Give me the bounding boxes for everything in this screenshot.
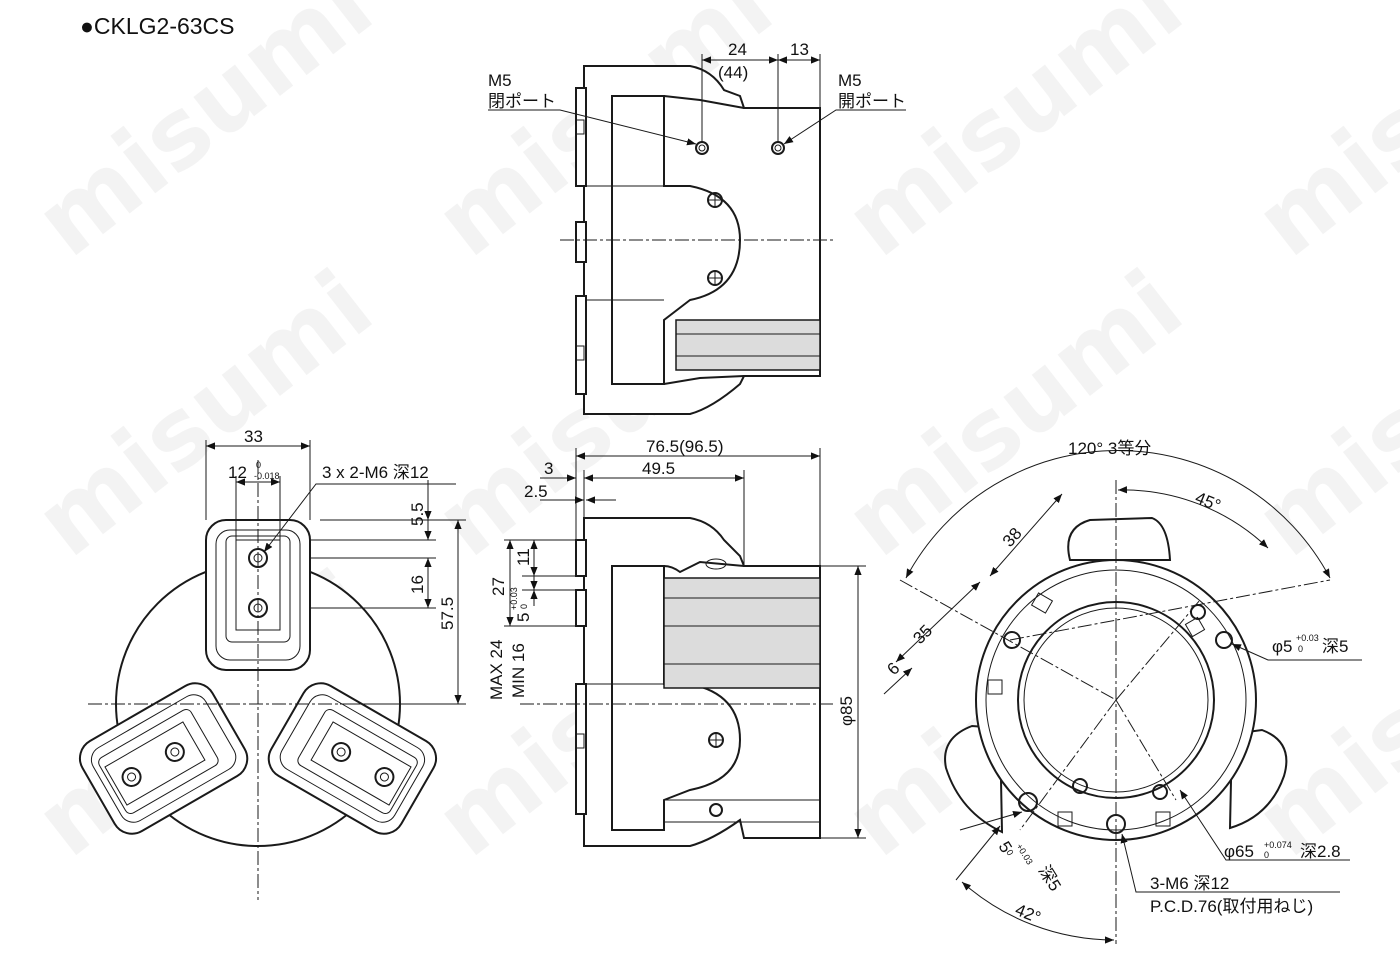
pilot-tol-upper: +0.074 <box>1264 840 1292 850</box>
dim-44: (44) <box>718 63 748 82</box>
dim-12-tol-upper: 0 <box>256 460 261 470</box>
jaw-bottom-right <box>267 682 438 835</box>
pin-hole-a: φ5 <box>1272 637 1292 656</box>
pin-hole-b-depth: 深5 <box>1035 862 1065 895</box>
port-left-name: 閉ポート <box>488 92 556 111</box>
svg-text:misumi: misumi <box>15 0 392 278</box>
dim-57-5: 57.5 <box>438 597 457 630</box>
dim-6: 6 <box>883 659 903 679</box>
pin-hole-b-tol-upper: +0.03 <box>1014 842 1035 867</box>
pilot-tol-lower: 0 <box>1264 850 1269 860</box>
jaw-bottom-left <box>78 682 249 835</box>
dim-12: 12 <box>228 463 247 482</box>
dim-33: 33 <box>244 427 263 446</box>
front-view: 76.5(96.5) 49.5 3 2.5 27 11 5 +0.03 0 MA… <box>487 437 866 847</box>
svg-text:misumi: misumi <box>15 249 392 578</box>
dim-5-tol-lower: 0 <box>519 604 529 609</box>
svg-text:misumi: misumi <box>1235 549 1400 878</box>
dim-13: 13 <box>790 40 809 59</box>
pin-hole-a-tol-lower: 0 <box>1298 644 1303 654</box>
dim-5-5: 5.5 <box>408 502 427 526</box>
angle-45: 45° <box>1193 488 1224 515</box>
pilot-depth: 深2.8 <box>1300 842 1341 861</box>
pcd: P.C.D.76(取付用ねじ) <box>1150 897 1313 916</box>
port-right-name: 開ポート <box>838 92 906 111</box>
dim-11: 11 <box>514 548 533 566</box>
pin-hole-a-tol-upper: +0.03 <box>1296 633 1319 643</box>
dim-76-5: 76.5(96.5) <box>646 437 724 456</box>
dim-5: 5 <box>514 613 533 622</box>
stroke-max: MAX 24 <box>487 640 506 700</box>
port-right-size: M5 <box>838 71 862 90</box>
angle-42: 42° <box>1013 900 1044 927</box>
right-view: 120° 3等分 45° 38 35 6 φ5 +0.03 0 深5 φ65 +… <box>883 439 1362 944</box>
left-view: 33 12 0 -0.018 3 x 2-M6 深12 5.5 16 57.5 <box>78 427 466 900</box>
svg-text:misumi: misumi <box>1235 0 1400 278</box>
dim-3: 3 <box>544 459 553 478</box>
dim-35: 35 <box>909 621 936 648</box>
pin-hole-b-tol-lower: 0 <box>1004 848 1015 858</box>
mount-tap: 3-M6 深12 <box>1150 874 1229 893</box>
pilot: φ65 <box>1224 842 1254 861</box>
dim-2-5: 2.5 <box>524 482 548 501</box>
dim-24: 24 <box>728 40 747 59</box>
stroke-min: MIN 16 <box>509 643 528 698</box>
svg-text:misumi: misumi <box>825 0 1202 278</box>
port-left-size: M5 <box>488 71 512 90</box>
dim-12-tol-lower: -0.018 <box>254 471 280 481</box>
angle-120: 120° 3等分 <box>1068 439 1151 458</box>
dim-16: 16 <box>408 575 427 594</box>
dim-38: 38 <box>999 524 1026 551</box>
pin-hole-a-depth: 深5 <box>1322 637 1348 656</box>
top-view: 24 (44) 13 M5 閉ポート M5 開ポート <box>488 40 906 415</box>
dim-27: 27 <box>489 577 508 596</box>
dim-49-5: 49.5 <box>642 459 675 478</box>
tap-note: 3 x 2-M6 深12 <box>322 463 429 482</box>
svg-text:misumi: misumi <box>1235 249 1400 578</box>
model-title: ●CKLG2-63CS <box>80 13 235 39</box>
dim-phi85: φ85 <box>837 696 856 726</box>
dim-5-tol-upper: +0.03 <box>509 587 519 610</box>
